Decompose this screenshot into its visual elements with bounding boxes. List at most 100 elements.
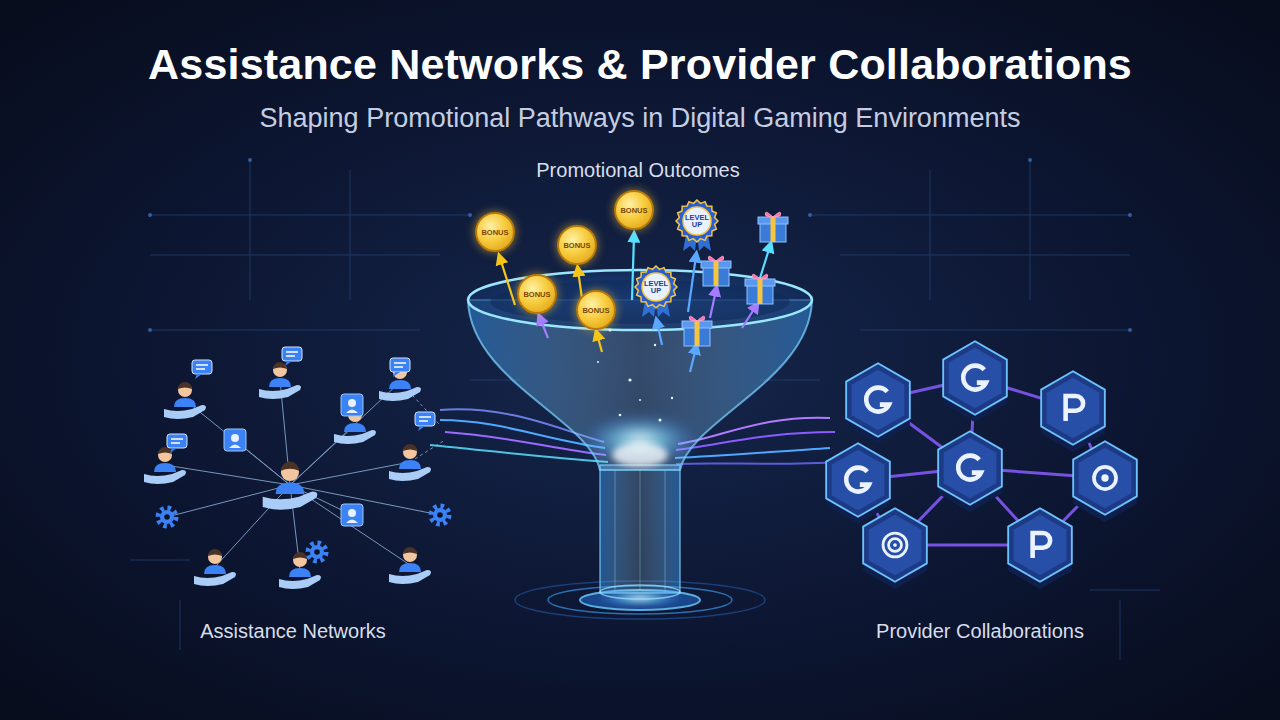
circuit-dots-part xyxy=(1128,328,1132,332)
gift-boxes-part xyxy=(758,212,788,242)
outcome-arrows-part xyxy=(657,322,662,345)
outcome-arrows-part xyxy=(597,334,602,352)
provider-hexagons xyxy=(826,341,1137,589)
circuit-lines-part xyxy=(150,215,1130,330)
outcome-arrows-part xyxy=(690,348,696,372)
provider-hexagons-part-part xyxy=(846,468,869,492)
badge-rosette xyxy=(676,200,718,242)
chat-bubbles-part xyxy=(282,347,302,366)
bonus-coin: BONUS xyxy=(614,190,654,230)
node-text: BONUS xyxy=(523,290,550,299)
network-links-part xyxy=(290,425,355,485)
network-links-part xyxy=(215,485,290,567)
gift-boxes-part xyxy=(701,256,731,286)
flow-lines-part xyxy=(676,462,840,464)
gift-boxes-part xyxy=(745,274,775,304)
bonus-coin: BONUS xyxy=(557,225,597,265)
circuit-dots-part xyxy=(468,213,472,217)
outcome-arrows-part xyxy=(688,256,696,312)
provider-hexagons-part xyxy=(1008,508,1072,589)
node-text: LEVEL UP xyxy=(683,208,711,234)
assistance-people xyxy=(144,362,431,589)
provider-hexagons-part-part xyxy=(1033,533,1050,558)
provider-hexagons-part-part xyxy=(1008,508,1072,589)
provider-hexagons-part-part xyxy=(963,366,986,390)
funnel xyxy=(468,270,812,619)
flow-lines-part xyxy=(430,445,608,462)
provider-hexagons-part xyxy=(1041,371,1105,452)
support-icons-part xyxy=(224,429,246,451)
assistance-people-part xyxy=(259,362,301,399)
funnel-part-part xyxy=(659,419,662,422)
funnel-part-part xyxy=(639,399,641,401)
outcome-arrows-part xyxy=(540,318,548,338)
node-text: LEVEL UP xyxy=(642,274,670,300)
node-text: BONUS xyxy=(481,228,508,237)
gift-boxes-part xyxy=(682,316,712,346)
funnel-part xyxy=(597,329,691,422)
diagram-title: Assistance Networks & Provider Collabora… xyxy=(0,40,1280,89)
support-icons xyxy=(158,394,449,561)
support-icons-part xyxy=(341,394,363,416)
subtitle: Shaping Promotional Pathways in Digital … xyxy=(140,103,1140,134)
level-badge: LEVEL UP xyxy=(634,265,678,319)
provider-hexagons-part-part xyxy=(958,456,981,480)
provider-hexagons-part-part xyxy=(938,431,1002,512)
provider-hexagons-part xyxy=(826,443,890,524)
chat-bubbles-part xyxy=(415,412,435,431)
provider-hexagons-part xyxy=(1073,441,1137,522)
provider-hexagons-part-part xyxy=(1073,441,1137,522)
level-badge: LEVEL UP xyxy=(675,199,719,253)
provider-hexagons-part-part xyxy=(866,388,889,412)
assistance-people-part xyxy=(263,462,318,510)
circuit-lines-part xyxy=(180,380,1120,660)
outcome-arrows-part xyxy=(710,290,716,318)
assistance-people-part xyxy=(194,549,236,586)
funnel-part-part xyxy=(654,344,656,346)
provider-hexagons-part xyxy=(938,431,1002,512)
bonus-coin: BONUS xyxy=(517,274,557,314)
provider-hexagons-part-part xyxy=(846,363,910,444)
funnel-part xyxy=(600,585,680,599)
provider-hexagons-part-part xyxy=(1041,371,1105,452)
node-text: BONUS xyxy=(563,241,590,250)
assistance-people-part xyxy=(389,444,431,481)
provider-hexagons-part-part xyxy=(863,508,927,589)
flow-lines-part xyxy=(675,448,830,458)
funnel-part-part xyxy=(628,378,631,381)
section-label: Provider Collaborations xyxy=(480,620,1280,643)
funnel-part xyxy=(580,414,700,466)
network-links xyxy=(165,380,445,570)
funnel-part-part xyxy=(597,361,599,363)
circuit-lines xyxy=(130,160,1160,660)
network-links-part xyxy=(185,400,290,485)
chat-bubbles-part xyxy=(192,360,212,379)
circuit-dots-part xyxy=(148,328,152,332)
circuit-dots-part xyxy=(1128,213,1132,217)
bonus-coin: BONUS xyxy=(576,290,616,330)
support-icons-part xyxy=(158,508,176,526)
circuit-dots-part xyxy=(1028,158,1032,162)
funnel-part xyxy=(615,470,665,590)
badge-rosette xyxy=(635,266,677,308)
chat-bubbles-part xyxy=(390,358,410,377)
provider-hexagons-part xyxy=(943,341,1007,422)
funnel-part-part xyxy=(671,397,673,399)
section-label: Promotional Outcomes xyxy=(138,159,1138,182)
funnel-part xyxy=(600,465,680,593)
chat-bubbles-part xyxy=(167,434,187,453)
provider-hexagons-part-part xyxy=(883,533,907,557)
node-text: BONUS xyxy=(620,206,647,215)
support-icons-part xyxy=(308,543,326,561)
bonus-coin: BONUS xyxy=(475,212,515,252)
outcome-arrows-part xyxy=(742,306,756,328)
circuit-dots-part xyxy=(808,213,812,217)
provider-hexagons-part-part xyxy=(943,341,1007,422)
provider-hexagons-part-part xyxy=(826,443,890,524)
circuit-dots-part xyxy=(248,158,252,162)
provider-hexagons-part-part xyxy=(1094,467,1116,489)
support-icons-part xyxy=(341,504,363,526)
badge-face xyxy=(683,207,711,235)
